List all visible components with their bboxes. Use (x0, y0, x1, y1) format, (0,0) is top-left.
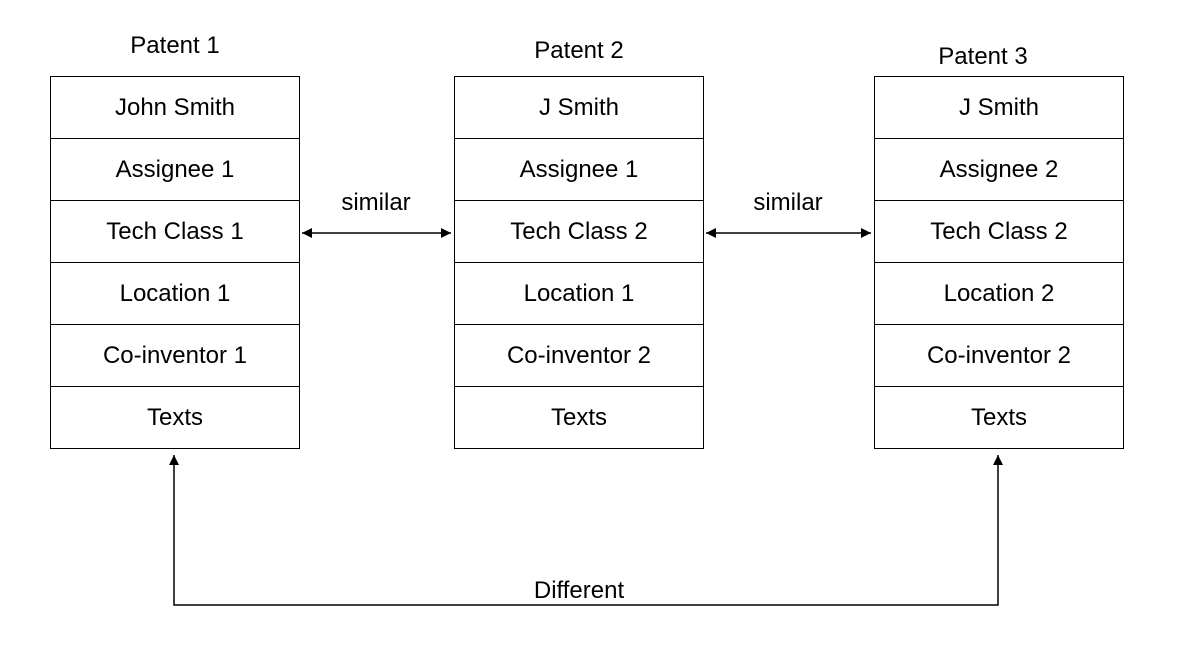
patent-2-assignee: Assignee 1 (455, 139, 703, 201)
patent-1-tech-class: Tech Class 1 (51, 201, 299, 263)
patent-2-texts: Texts (550, 403, 607, 431)
patent-2-location: Location 1 (455, 263, 703, 325)
patent-3-texts: Texts (970, 403, 1027, 431)
patent-3-location: Location 2 (875, 263, 1123, 325)
patent-3-co-inventor: Co-inventor 2 (875, 325, 1123, 387)
similar-label-p1-p2: similar (341, 189, 411, 216)
patent-1-assignee: Assignee 1 (51, 139, 299, 201)
different-label-p1-p3: Different (533, 577, 625, 604)
patent-1-inventor: John Smith (51, 77, 299, 139)
similar-label-p2-p3: similar (753, 189, 823, 216)
patent-3-assignee: Assignee 2 (875, 139, 1123, 201)
patent-3-tech-class: Tech Class 2 (875, 201, 1123, 263)
patent-2-inventor: J Smith (455, 77, 703, 139)
patent-2-title: Patent 2 (534, 37, 624, 64)
patent-1-co-inventor: Co-inventor 1 (51, 325, 299, 387)
patent-1-location: Location 1 (51, 263, 299, 325)
patent-3-inventor: J Smith (875, 77, 1123, 139)
patent-2-co-inventor: Co-inventor 2 (455, 325, 703, 387)
patent-3-title: Patent 3 (938, 43, 1028, 70)
patent-3-box: J Smith Assignee 2 Tech Class 2 Location… (874, 76, 1124, 449)
patent-1-texts: Texts (146, 403, 203, 431)
patent-1-title: Patent 1 (130, 32, 220, 59)
patent-2-tech-class: Tech Class 2 (455, 201, 703, 263)
different-arrow-p1-p3 (169, 455, 1003, 606)
patent-2-box: J Smith Assignee 1 Tech Class 2 Location… (454, 76, 704, 449)
patent-1-box: John Smith Assignee 1 Tech Class 1 Locat… (50, 76, 300, 449)
